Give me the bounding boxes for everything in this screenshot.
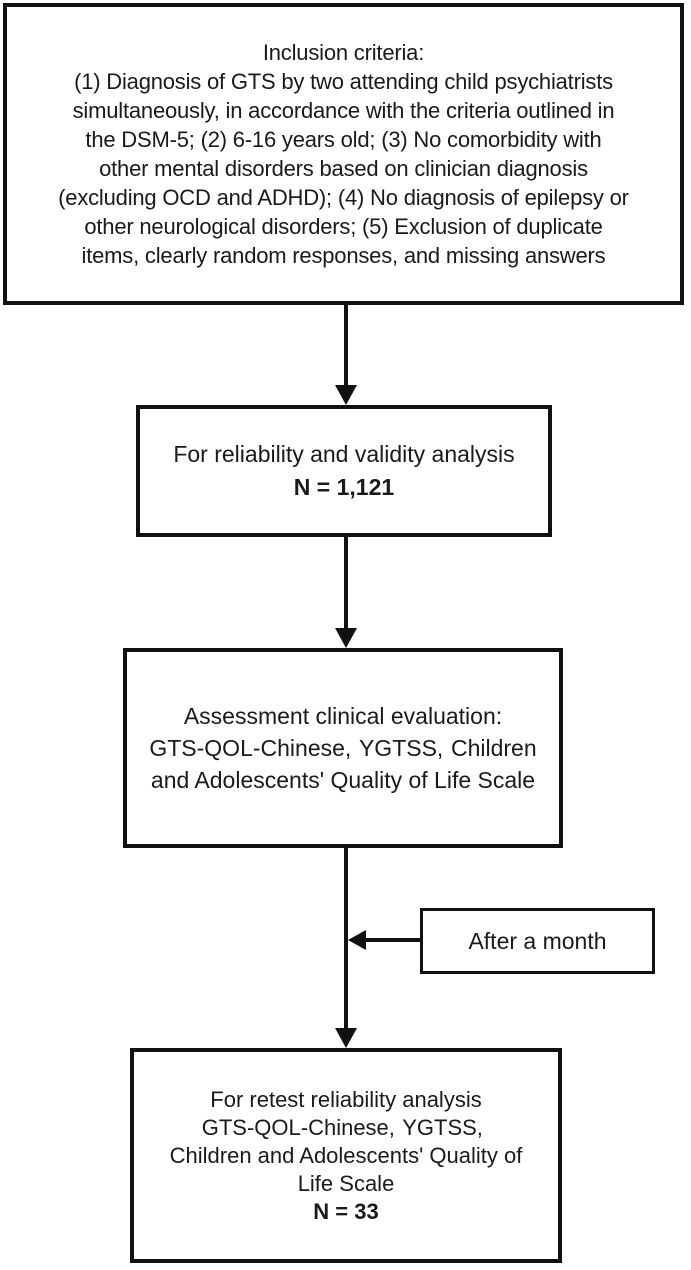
retest-line-4: Life Scale [297, 1170, 395, 1196]
retest-line-3: Children and Adolescents' Quality of [169, 1142, 523, 1168]
inclusion-line-4: other mental disorders based on clinicia… [99, 156, 588, 181]
assessment-line-2: GTS-QOL-Chinese, YGTSS, Children [149, 735, 537, 761]
after-a-month-label: After a month [468, 928, 607, 954]
reliability-label: For reliability and validity analysis [173, 441, 515, 467]
retest-reliability-box: For retest reliability analysis GTS-QOL-… [130, 1048, 562, 1263]
reliability-sample-size: N = 1,121 [293, 474, 395, 500]
assessment-evaluation-box: Assessment clinical evaluation: GTS-QOL-… [123, 648, 563, 848]
left-arrowhead-icon [348, 930, 366, 950]
arrow-line-inclusion-to-reliability [344, 305, 348, 387]
down-arrowhead-icon [335, 385, 357, 405]
arrow-line-reliability-to-assessment [344, 537, 348, 629]
inclusion-line-title: Inclusion criteria: [262, 40, 425, 65]
assessment-line-3: and Adolescents' Quality of Life Scale [150, 767, 536, 793]
arrow-line-after-month-branch [364, 938, 420, 942]
inclusion-line-2: simultaneously, in accordance with the c… [72, 98, 615, 123]
inclusion-line-1: (1) Diagnosis of GTS by two attending ch… [74, 69, 613, 94]
down-arrowhead-icon [335, 1028, 357, 1048]
retest-line-2: GTS-QOL-Chinese, YGTSS, [201, 1114, 491, 1140]
inclusion-line-6: other neurological disorders; (5) Exclus… [84, 214, 603, 239]
inclusion-line-5: (excluding OCD and ADHD); (4) No diagnos… [58, 185, 629, 210]
retest-sample-size: N = 33 [313, 1198, 379, 1224]
assessment-line-1: Assessment clinical evaluation: [183, 703, 503, 729]
down-arrowhead-icon [335, 628, 357, 648]
inclusion-line-3: the DSM-5; (2) 6-16 years old; (3) No co… [85, 127, 602, 152]
reliability-validity-box: For reliability and validity analysis N … [136, 405, 552, 537]
after-a-month-box: After a month [420, 908, 655, 974]
inclusion-line-7: items, clearly random responses, and mis… [81, 243, 606, 268]
inclusion-criteria-box: Inclusion criteria: (1) Diagnosis of GTS… [3, 3, 684, 305]
arrow-line-assessment-to-retest [344, 848, 348, 1030]
retest-line-1: For retest reliability analysis [210, 1086, 482, 1112]
